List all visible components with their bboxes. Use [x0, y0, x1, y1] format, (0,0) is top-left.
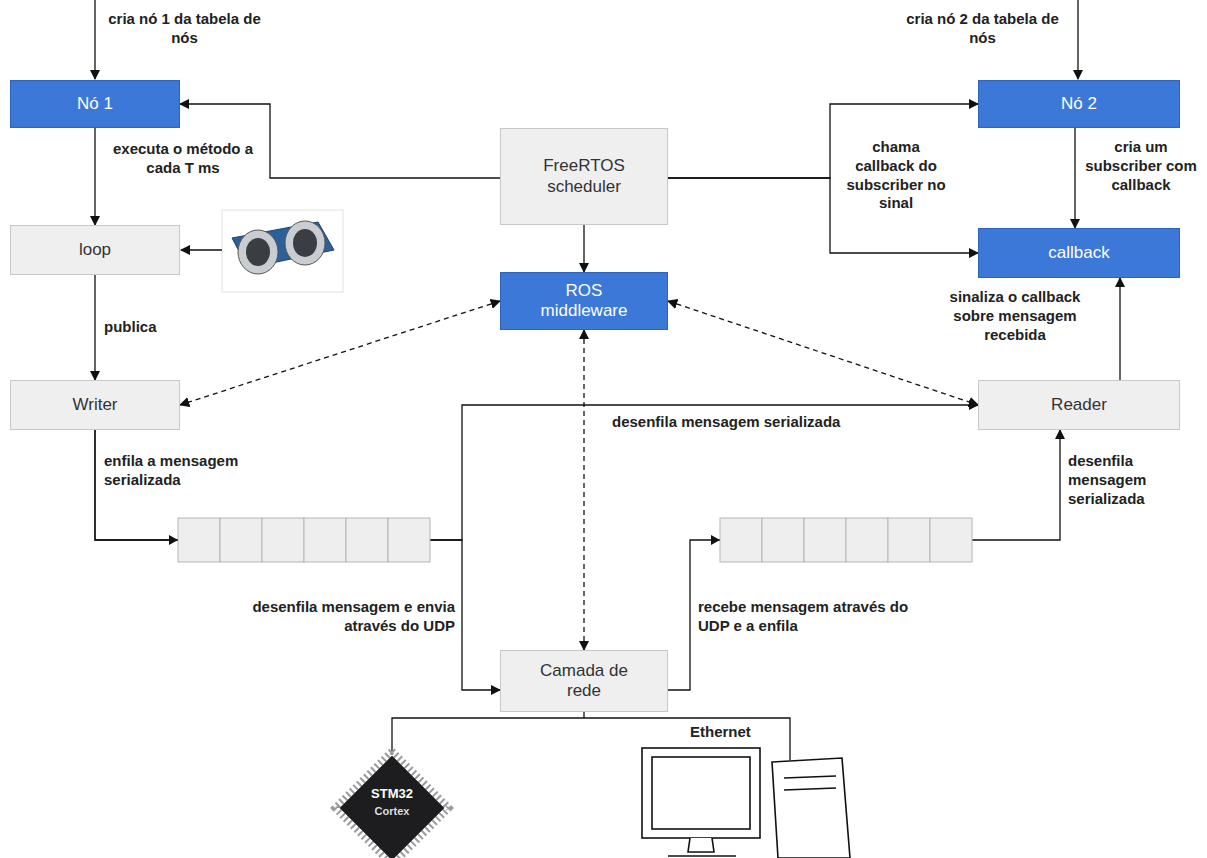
connector-arrow [1119, 278, 1120, 380]
ultrasonic-sensor [222, 210, 343, 292]
box-text: Camada de rede [534, 661, 634, 702]
process-box: FreeRTOS scheduler [500, 128, 668, 225]
process-box: Writer [10, 380, 180, 430]
connector-arrow [95, 430, 500, 690]
dashed-connector [583, 330, 584, 650]
annotation: cria nó 2 da tabela de nós [900, 10, 1065, 48]
edge-label: desenfila mensagem serializada [612, 413, 840, 432]
box-text: callback [1048, 243, 1109, 263]
box-text: Nó 2 [1061, 94, 1097, 114]
process-box: Nó 2 [978, 80, 1180, 128]
process-box: Nó 1 [10, 80, 180, 128]
process-box: loop [10, 225, 180, 275]
process-box: callback [978, 228, 1180, 278]
input-arrow [1077, 0, 1078, 79]
annotation: Ethernet [690, 723, 751, 742]
edge-label: executa o método a cada T ms [102, 140, 264, 178]
dashed-connector [180, 301, 500, 405]
annotation: enfila a mensagem serializada [104, 452, 264, 490]
annotation: desenfila mensagem serializada [1068, 452, 1198, 508]
message-queue [711, 518, 972, 562]
box-text: Reader [1051, 395, 1107, 415]
stm32-chip [335, 751, 449, 858]
process-box: Reader [978, 380, 1180, 430]
message-queue [169, 518, 430, 562]
connector-arrow [583, 225, 584, 272]
connector-arrow [668, 430, 1060, 690]
edge-label: sinaliza o callback sobre mensagem receb… [930, 288, 1100, 344]
annotation: Cortex [352, 805, 432, 819]
process-box: ROS middleware [500, 272, 668, 330]
connector-arrow [94, 128, 95, 225]
process-box: Camada de rede [500, 650, 668, 712]
edge-label: publica [104, 318, 157, 337]
edge-label: recebe mensagem através do UDP e a enfil… [698, 598, 928, 636]
annotation: STM32 [352, 786, 432, 802]
connector-arrow [94, 275, 95, 380]
connector-arrow [1074, 128, 1075, 228]
input-arrow [94, 0, 95, 79]
edge-label: cria um subscriber com callback [1085, 138, 1197, 194]
box-text: FreeRTOS scheduler [534, 156, 634, 197]
annotation: cria nó 1 da tabela de nós [102, 10, 267, 48]
box-text: Writer [72, 395, 117, 415]
edge-label: desenfila mensagem e envia através do UD… [250, 598, 455, 636]
edge-label: chama callback do subscriber no sinal [842, 138, 950, 213]
box-text: ROS middleware [534, 281, 634, 322]
box-text: loop [79, 240, 111, 260]
dashed-connector [668, 301, 978, 405]
desktop-computer [642, 748, 850, 858]
sensor-arrow [181, 249, 222, 250]
box-text: Nó 1 [77, 94, 113, 114]
